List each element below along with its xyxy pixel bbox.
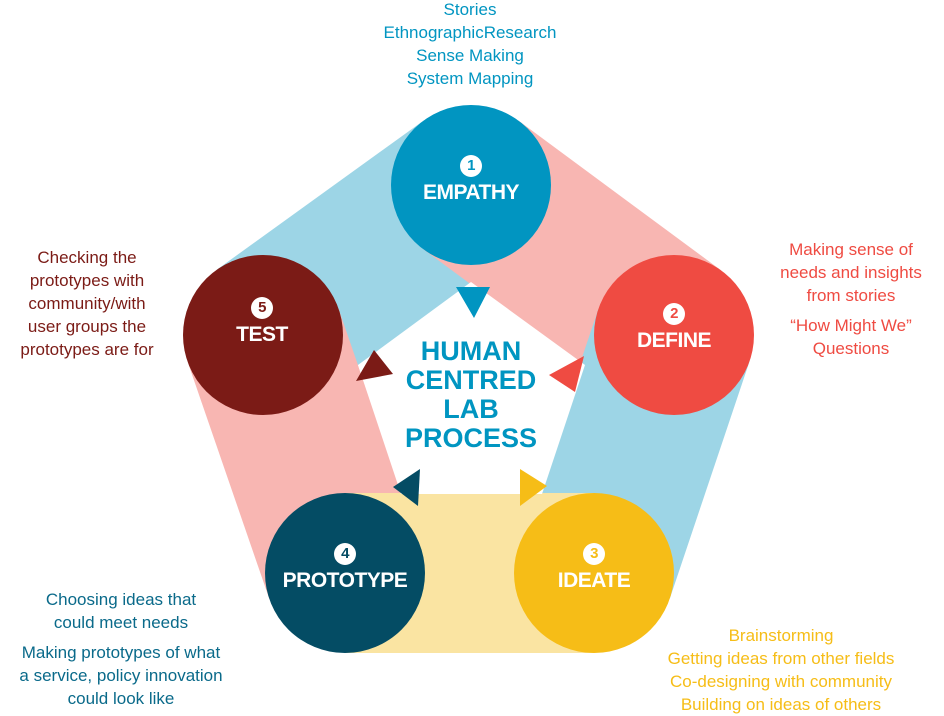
note: needs and insights: [780, 263, 922, 282]
note: Brainstorming: [728, 626, 834, 645]
note: System Mapping: [406, 69, 534, 88]
circle-ideate: [514, 493, 674, 653]
note: Sense Making: [416, 46, 524, 65]
circle-define: [594, 255, 754, 415]
ideate-notes: Brainstorming Getting ideas from other f…: [636, 624, 926, 716]
circle-empathy: [391, 105, 551, 265]
title-line: LAB: [443, 394, 499, 424]
note: Stories: [443, 0, 497, 19]
arrow-empathy-icon: [456, 287, 490, 318]
stage-ideate: 3 IDEATE: [514, 543, 674, 593]
arrow-ideate-icon: [520, 469, 547, 506]
center-pentagon: [358, 282, 585, 494]
stage-define: 2 DEFINE: [594, 303, 754, 353]
prototype-notes: Choosing ideas that could meet needs Mak…: [0, 588, 242, 710]
stage-empathy: 1 EMPATHY: [391, 155, 551, 205]
note: Making prototypes of what: [21, 643, 221, 662]
stage-name: PROTOTYPE: [282, 569, 408, 592]
stage-name: EMPATHY: [422, 181, 520, 204]
test-notes: Checking the prototypes with community/w…: [0, 246, 174, 361]
note: “How Might We”: [790, 316, 912, 335]
circle-prototype: [265, 493, 425, 653]
note: Questions: [812, 339, 890, 358]
title-line: HUMAN: [420, 336, 522, 366]
stage-number: 4: [334, 543, 356, 565]
stage-number: 2: [663, 303, 685, 325]
circle-test: [183, 255, 343, 415]
title-line: CENTRED: [405, 365, 537, 395]
stage-number: 1: [460, 155, 482, 177]
note: prototypes are for: [20, 340, 154, 359]
diagram-title: HUMAN CENTRED LAB PROCESS: [381, 337, 561, 453]
note: from stories: [806, 286, 896, 305]
arrow-prototype-icon: [393, 469, 420, 506]
note: Choosing ideas that: [45, 590, 197, 609]
note: could look like: [67, 689, 175, 708]
stage-number: 5: [251, 297, 273, 319]
note: Getting ideas from other fields: [667, 649, 895, 668]
define-notes: Making sense of needs and insights from …: [760, 238, 942, 360]
stage-prototype: 4 PROTOTYPE: [265, 543, 425, 593]
note: Making sense of: [789, 240, 913, 259]
stage-number: 3: [583, 543, 605, 565]
note: Checking the: [37, 248, 137, 267]
stage-name: TEST: [236, 323, 288, 346]
title-line: PROCESS: [404, 423, 538, 453]
note: EthnographicResearch: [383, 23, 557, 42]
note: user groups the: [27, 317, 147, 336]
arrow-test-icon: [356, 350, 393, 381]
note: a service, policy innovation: [19, 666, 223, 685]
note: could meet needs: [53, 613, 189, 632]
arrow-define-icon: [549, 356, 584, 392]
stage-test: 5 TEST: [182, 297, 342, 347]
note: Co-designing with community: [669, 672, 893, 691]
note: prototypes with: [29, 271, 145, 290]
stage-name: DEFINE: [636, 329, 712, 352]
stage-name: IDEATE: [557, 569, 631, 592]
note: Building on ideas of others: [680, 695, 882, 714]
empathy-notes: Stories EthnographicResearch Sense Makin…: [340, 0, 600, 90]
note: community/with: [28, 294, 146, 313]
